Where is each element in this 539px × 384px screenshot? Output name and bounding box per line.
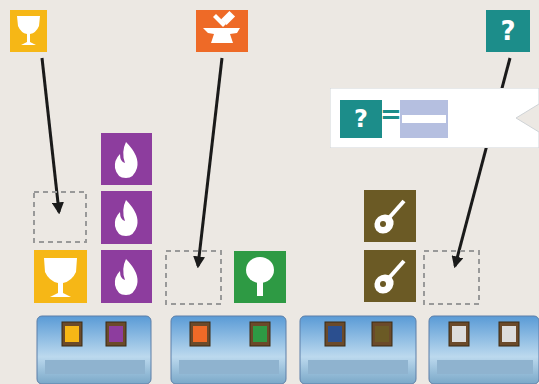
move-arrow — [42, 58, 59, 212]
anvil-icon — [196, 10, 248, 52]
goblet-icon — [10, 10, 47, 52]
goblet-icon — [34, 250, 87, 303]
empty-slot — [166, 251, 221, 304]
move-arrow — [198, 58, 222, 266]
question-mark: ? — [486, 10, 530, 52]
empty-slot — [34, 192, 86, 242]
legend-panel: =? — [330, 88, 539, 148]
tree-icon — [234, 251, 286, 303]
empty-slot — [424, 251, 479, 304]
castle-card — [429, 316, 539, 384]
unknown-tile: ? — [340, 100, 382, 138]
castle-card — [37, 316, 151, 384]
lute-icon — [364, 190, 416, 302]
fire-icon — [101, 133, 152, 303]
castle-card — [300, 316, 416, 384]
question-mark: ? — [340, 100, 382, 138]
unknown-tile: ? — [486, 10, 530, 52]
castle-card — [171, 316, 286, 384]
equals-sign: = — [380, 101, 402, 127]
